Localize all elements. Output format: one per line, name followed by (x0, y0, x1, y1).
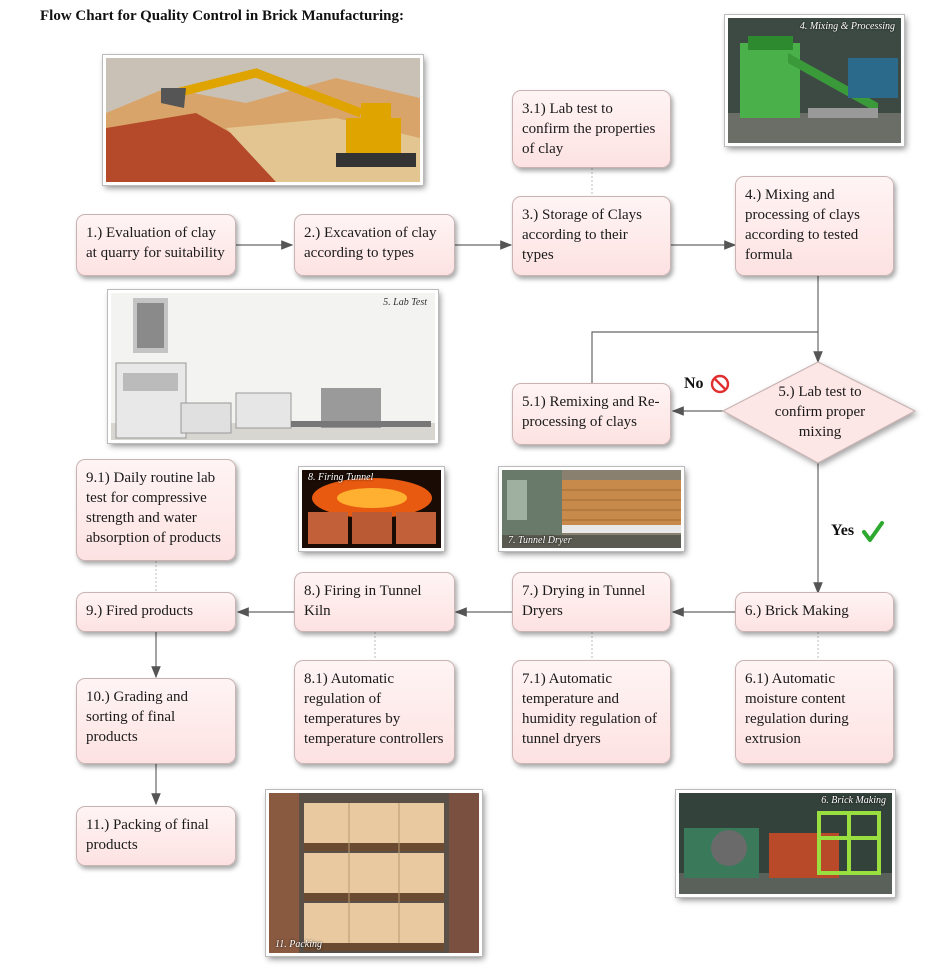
mixing-caption: 4. Mixing & Processing (799, 21, 895, 32)
firing-tunnel-caption: 8. Firing Tunnel (308, 472, 374, 483)
brick-making-caption: 6. Brick Making (821, 795, 886, 806)
packing-caption: 11. Packing (275, 939, 323, 950)
step-3-box: 3.) Storage of Clays according to their … (512, 196, 671, 276)
step-9-box: 9.) Fired products (76, 592, 236, 632)
step-6-1-box: 6.1) Automatic moisture content regulati… (735, 660, 894, 764)
step-7-box: 7.) Drying in Tunnel Dryers (512, 572, 671, 632)
step-6-box: 6.) Brick Making (735, 592, 894, 632)
step-5-1-box: 5.1) Remixing and Re-processing of clays (512, 383, 671, 445)
check-icon (862, 521, 884, 542)
tunnel-dryer-photo: 7. Tunnel Dryer (498, 466, 685, 552)
step-2-box: 2.) Excavation of clay according to type… (294, 214, 455, 276)
excavator-photo (102, 54, 424, 186)
step-8-1-box: 8.1) Automatic regulation of temperature… (294, 660, 455, 764)
arrow-51-loop (591, 331, 818, 383)
tunnel-dryer-caption: 7. Tunnel Dryer (508, 535, 572, 546)
step-10-box: 10.) Grading and sorting of final produc… (76, 678, 236, 764)
page-title: Flow Chart for Quality Control in Brick … (40, 8, 405, 24)
brick-making-photo: 6. Brick Making (675, 789, 896, 898)
decision-diamond (721, 361, 917, 464)
step-1-box: 1.) Evaluation of clay at quarry for sui… (76, 214, 236, 276)
no-icon (710, 374, 730, 394)
yes-label: Yes (831, 522, 855, 539)
step-7-1-box: 7.1) Automatic temperature and humidity … (512, 660, 671, 764)
step-8-box: 8.) Firing in Tunnel Kiln (294, 572, 455, 632)
lab-test-caption: 5. Lab Test (383, 297, 427, 308)
step-5-label: 5.) Lab test to confirm proper mixing (774, 384, 866, 440)
step-9-1-box: 9.1) Daily routine lab test for compress… (76, 459, 236, 561)
packing-photo: 11. Packing (265, 789, 483, 957)
step-3-1-box: 3.1) Lab test to confirm the properties … (512, 90, 671, 168)
step-4-box: 4.) Mixing and processing of clays accor… (735, 176, 894, 276)
no-label: No (684, 375, 704, 392)
lab-test-photo: 5. Lab Test (107, 289, 439, 444)
step-11-box: 11.) Packing of final products (76, 806, 236, 866)
mixing-processing-photo: 4. Mixing & Processing (724, 14, 905, 147)
firing-tunnel-photo: 8. Firing Tunnel (298, 466, 445, 552)
